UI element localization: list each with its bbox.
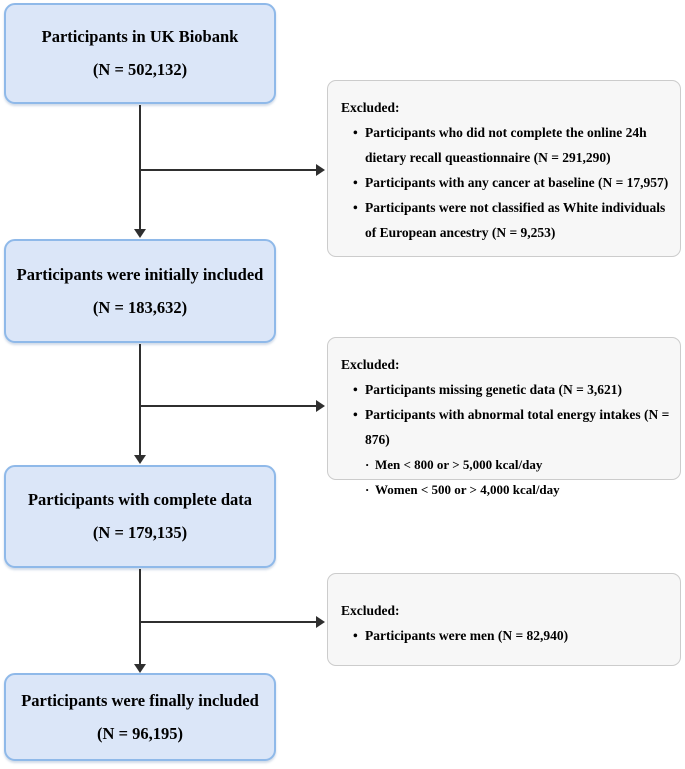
flow-box-finally-included: Participants were finally included (N = … [4, 673, 276, 761]
excluded-box-1: Excluded: • Participants who did not comp… [327, 80, 681, 257]
bullet-icon: • [353, 382, 358, 397]
excluded-item: • Participants who did not complete the o… [341, 120, 670, 170]
bullet-icon: • [353, 628, 358, 643]
excluded-item-list: • Participants missing genetic data (N = … [341, 377, 670, 502]
flow-box-title: Participants with complete data [27, 490, 253, 510]
flow-arrow-vertical-2 [139, 344, 141, 459]
flow-box-count: (N = 179,135) [92, 523, 188, 542]
flow-box-count: (N = 96,195) [97, 723, 183, 743]
arrowhead-right-icon [316, 164, 325, 176]
excluded-arrow-1 [140, 169, 317, 171]
excluded-item: • Participants were men (N = 82,940) [341, 623, 670, 648]
excluded-box-3: Excluded: • Participants were men (N = 82… [327, 573, 681, 666]
flow-box-initially-included: Participants were initially included (N … [4, 239, 276, 343]
flow-box-count: (N = 502,132) [92, 60, 188, 79]
excluded-item: • Participants with abnormal total energy… [341, 402, 670, 452]
bullet-icon: • [353, 175, 358, 190]
excluded-item-text: Women < 500 or > 4,000 kcal/day [375, 482, 560, 497]
excluded-item-text: Participants were men (N = 82,940) [365, 628, 569, 643]
excluded-item-list: • Participants who did not complete the o… [341, 120, 670, 245]
excluded-arrow-3 [140, 621, 317, 623]
excluded-item-text: Participants missing genetic data (N = 3… [365, 382, 623, 397]
excluded-subitem: · Men < 800 or > 5,000 kcal/day [341, 452, 670, 477]
dot-icon: · [365, 457, 370, 472]
flow-box-title: Participants were initially included [16, 264, 264, 284]
excluded-label: Excluded: [341, 357, 400, 372]
excluded-item-text: Participants with abnormal total energy … [365, 407, 670, 447]
excluded-item-text: Participants who did not complete the on… [365, 125, 647, 165]
flow-arrow-vertical-3 [139, 569, 141, 668]
dot-icon: · [365, 482, 370, 497]
excluded-item: • Participants missing genetic data (N = … [341, 377, 670, 402]
bullet-icon: • [353, 200, 358, 215]
excluded-label: Excluded: [341, 603, 400, 618]
excluded-item-text: Participants with any cancer at baseline… [365, 175, 669, 190]
excluded-item-text: Participants were not classified as Whit… [365, 200, 666, 240]
excluded-item-list: • Participants were men (N = 82,940) [341, 623, 670, 648]
excluded-label: Excluded: [341, 100, 400, 115]
arrowhead-down-icon [134, 229, 146, 238]
arrowhead-down-icon [134, 455, 146, 464]
excluded-item-text: Men < 800 or > 5,000 kcal/day [375, 457, 543, 472]
arrowhead-right-icon [316, 616, 325, 628]
flow-box-count: (N = 183,632) [92, 297, 188, 317]
excluded-item: • Participants with any cancer at baselin… [341, 170, 670, 195]
excluded-item: • Participants were not classified as Whi… [341, 195, 670, 245]
flow-box-uk-biobank: Participants in UK Biobank (N = 502,132) [4, 3, 276, 104]
excluded-subitem: · Women < 500 or > 4,000 kcal/day [341, 477, 670, 502]
bullet-icon: • [353, 125, 358, 140]
arrowhead-right-icon [316, 400, 325, 412]
excluded-box-2: Excluded: • Participants missing genetic … [327, 337, 681, 497]
flow-box-title: Participants were finally included [21, 690, 259, 710]
bullet-icon: • [353, 407, 358, 422]
flow-box-complete-data: Participants with complete data (N = 179… [4, 465, 276, 568]
arrowhead-down-icon [134, 664, 146, 673]
excluded-arrow-2 [140, 405, 317, 407]
flow-box-title: Participants in UK Biobank [41, 27, 239, 47]
